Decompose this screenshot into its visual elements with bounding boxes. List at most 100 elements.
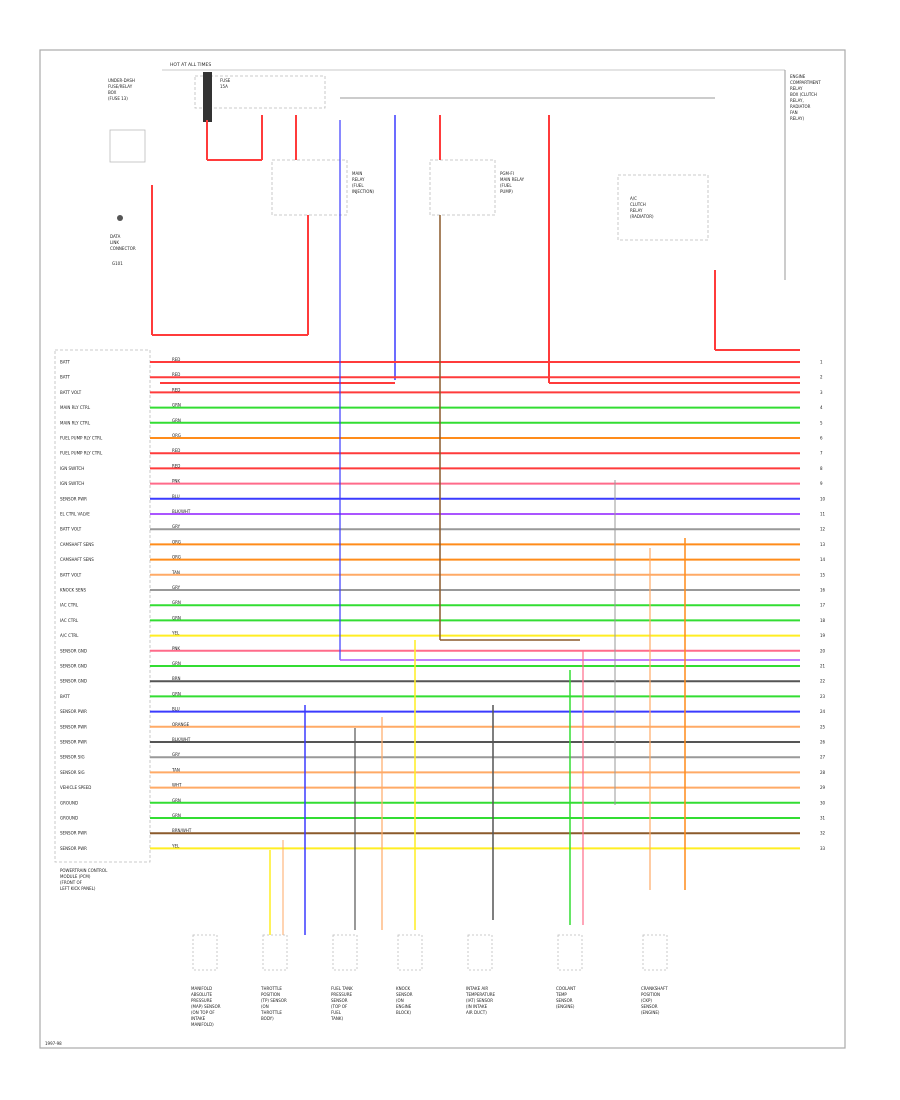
component-name: SENSOR <box>641 1004 658 1009</box>
svg-text:POWERTRAIN CONTROL: POWERTRAIN CONTROL <box>60 868 108 873</box>
pin-number: 12 <box>820 527 826 532</box>
component-name: AIR DUCT) <box>466 1010 487 1015</box>
svg-text:PGM-FI: PGM-FI <box>500 171 514 176</box>
component-name: THROTTLE <box>260 986 282 991</box>
component-name: INTAKE <box>191 1016 206 1021</box>
pin-label: BATT VOLT <box>60 527 82 532</box>
right-box-title: ENGINE COMPARTMENT RELAY BOX (CLUTCH REL… <box>790 74 821 121</box>
svg-text:CLUTCH: CLUTCH <box>630 202 646 207</box>
component-name: (IAT) SENSOR <box>466 998 493 1003</box>
wire-code: GRN <box>172 691 181 696</box>
wire-code: BRN <box>172 676 181 681</box>
pin-label: SENSOR GND <box>60 679 87 684</box>
wire-code: ORG <box>172 539 181 544</box>
wire-code: RED <box>172 387 180 392</box>
main-relay-box <box>271 159 348 216</box>
pin-label: SENSOR SIG <box>60 755 85 760</box>
footer-code: 1997-98 <box>45 1041 62 1046</box>
ground-label: G101 <box>112 261 123 266</box>
wire-code: TAN <box>171 767 180 772</box>
pin-label: SENSOR PWR <box>60 846 87 851</box>
svg-text:FUSE: FUSE <box>220 78 231 83</box>
pin-number: 5 <box>820 420 823 425</box>
svg-text:BOX (CLUTCH: BOX (CLUTCH <box>790 92 817 97</box>
pin-number: 22 <box>820 679 826 684</box>
pin-number: 2 <box>820 375 823 380</box>
pin-label: SENSOR GND <box>60 648 87 653</box>
svg-text:15A: 15A <box>220 84 228 89</box>
component-name: FUEL TANK <box>331 986 353 991</box>
pin-number: 4 <box>820 405 823 410</box>
wire-code: GRN <box>172 403 181 408</box>
ecm-title: POWERTRAIN CONTROL MODULE (PCM) (FRONT O… <box>60 868 108 891</box>
svg-text:RELAY: RELAY <box>630 208 643 213</box>
pin-label: SENSOR PWR <box>60 724 87 729</box>
pin-label: CAMSHAFT SENS <box>60 542 94 547</box>
svg-text:MODULE (PCM): MODULE (PCM) <box>60 874 91 879</box>
svg-text:CONNECTOR: CONNECTOR <box>110 246 136 251</box>
pin-label: FUEL PUMP RLY CTRL <box>60 451 103 456</box>
component-name: SENSOR <box>331 998 348 1003</box>
wire-code: BLU <box>172 707 180 712</box>
component-name: CRANKSHAFT <box>641 986 668 991</box>
wire-code: GRY <box>172 752 181 757</box>
pin-label: BATT <box>60 375 71 380</box>
svg-text:(RADIATOR): (RADIATOR) <box>630 214 654 219</box>
svg-text:PUMP): PUMP) <box>500 189 513 194</box>
pin-label: A/C CTRL <box>60 633 79 638</box>
data-link-box <box>109 129 146 163</box>
svg-text:LEFT KICK PANEL): LEFT KICK PANEL) <box>60 886 96 891</box>
radiator-relay-title: A/C CLUTCH RELAY (RADIATOR) <box>630 196 654 219</box>
wire-code: GRN <box>172 418 181 423</box>
ecm-pin: BATT RED 2 <box>60 372 823 380</box>
pin-label: IAC CTRL <box>60 603 79 608</box>
svg-text:(FUSE 13): (FUSE 13) <box>108 96 128 101</box>
pin-label: CAMSHAFT SENS <box>60 557 94 562</box>
component-box <box>467 934 493 971</box>
component-name: TEMP <box>555 992 567 997</box>
svg-text:RELAY,: RELAY, <box>790 98 804 103</box>
data-link-title: DATA LINK CONNECTOR <box>110 234 136 251</box>
component-name: PRESSURE <box>191 998 213 1003</box>
svg-text:MAIN: MAIN <box>352 171 362 176</box>
svg-text:FAN: FAN <box>790 110 798 115</box>
pin-label: SENSOR PWR <box>60 831 87 836</box>
svg-text:INJECTION): INJECTION) <box>352 189 374 194</box>
fuse-block-title: UNDER-DASH FUSE/RELAY BOX (FUSE 13) <box>108 78 135 101</box>
component-name: PRESSURE <box>331 992 353 997</box>
svg-text:(FUEL: (FUEL <box>500 183 512 188</box>
fuel-relay-title: PGM-FI MAIN RELAY (FUEL PUMP) <box>500 171 525 194</box>
svg-text:FUSE/RELAY: FUSE/RELAY <box>108 84 133 89</box>
pin-number: 8 <box>820 466 823 471</box>
pin-label: BATT <box>60 360 71 365</box>
component-name: (ENGINE) <box>641 1010 660 1015</box>
svg-text:LINK: LINK <box>110 240 119 245</box>
wire-code: ORG <box>172 555 181 560</box>
wire-code: BRN/WHT <box>172 828 192 833</box>
wire-code: ORANGE <box>172 722 190 727</box>
wire-code: RED <box>172 372 180 377</box>
svg-text:RADIATOR: RADIATOR <box>790 104 811 109</box>
component-name: TEMPERATURE <box>465 992 496 997</box>
pin-number: 23 <box>820 694 826 699</box>
component-name: BODY) <box>261 1016 274 1021</box>
pin-number: 9 <box>820 481 823 486</box>
